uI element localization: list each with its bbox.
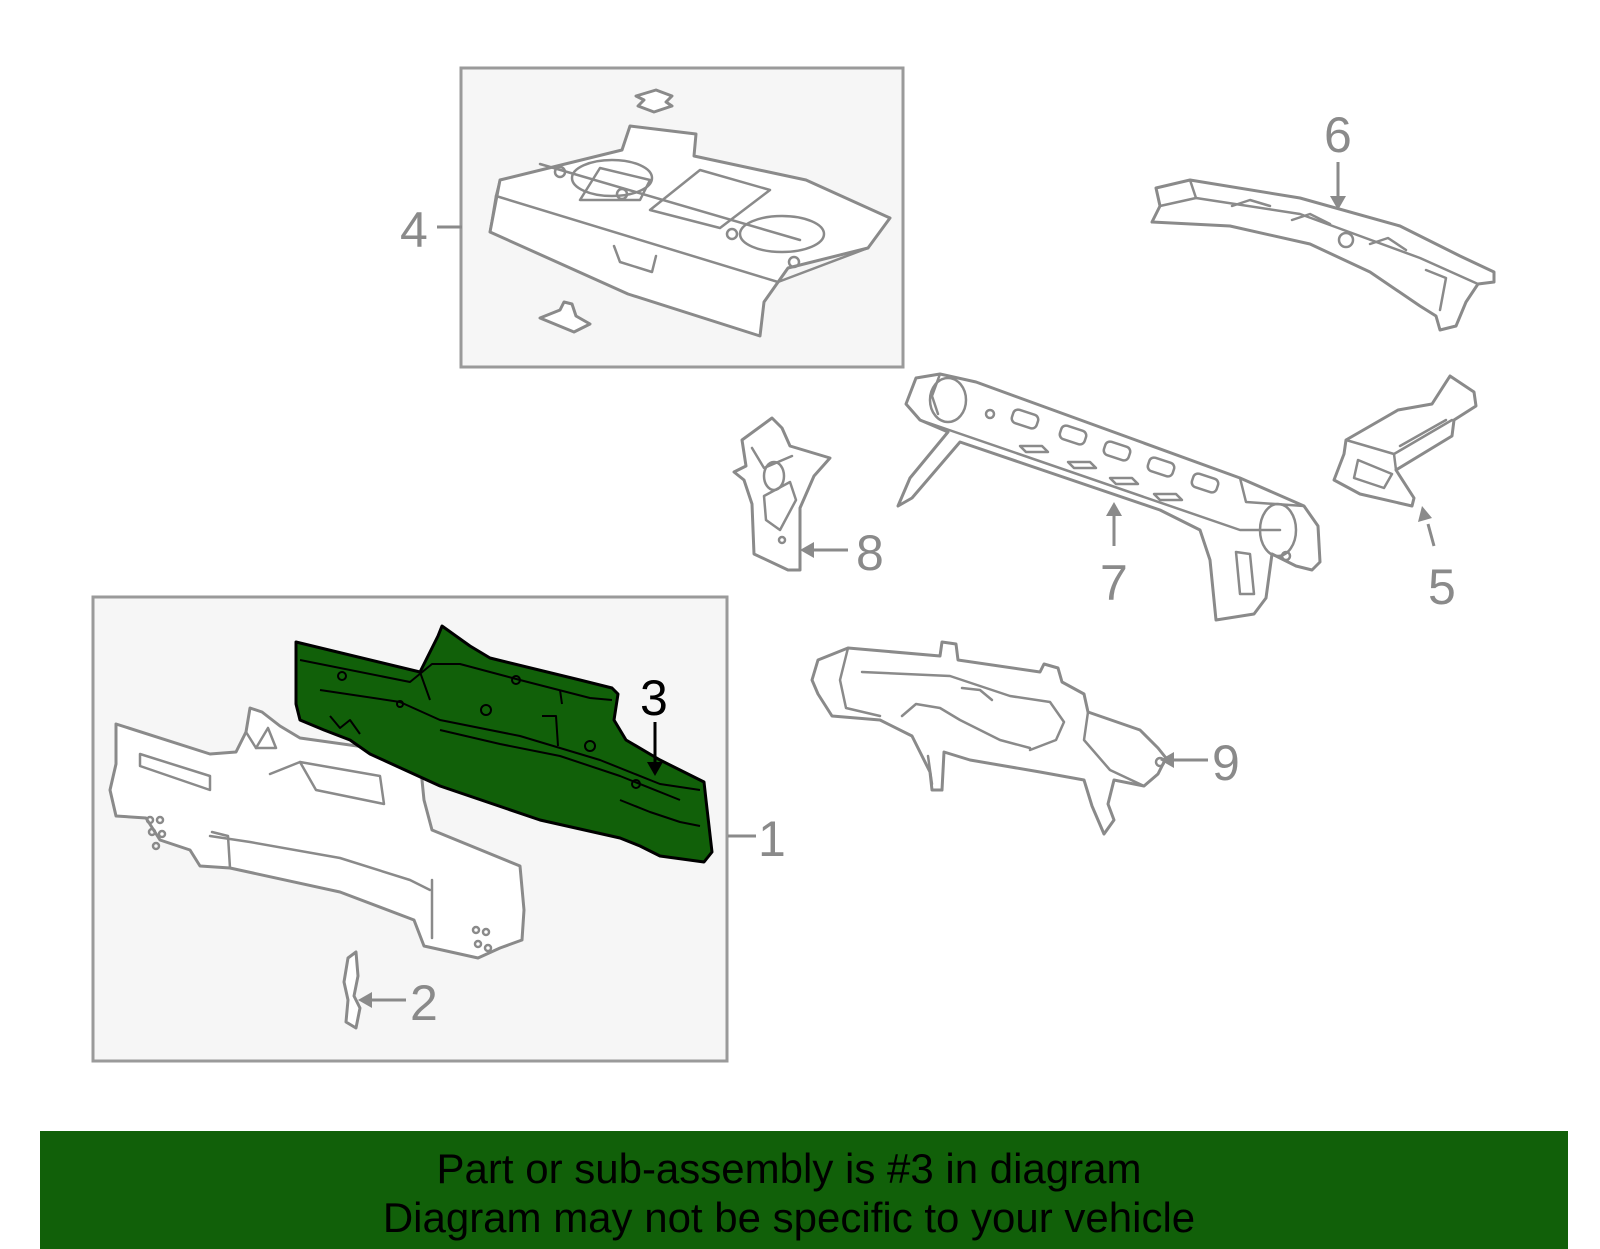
callout-7-arrowhead: [1106, 502, 1122, 516]
callout-7: 7: [1100, 555, 1128, 611]
callout-3: 3: [640, 670, 668, 726]
callout-2-arrowhead: [358, 992, 372, 1008]
part-4-group[interactable]: [459, 66, 905, 369]
rear-crossmember: [896, 372, 1322, 622]
callout-6: 6: [1324, 107, 1352, 163]
callout-2: 2: [410, 975, 438, 1031]
callout-8-arrowhead: [800, 542, 814, 558]
banner-line-2: Diagram may not be specific to your vehi…: [382, 1194, 1196, 1241]
bumper-support: [810, 640, 1168, 836]
part-1-group[interactable]: [91, 595, 729, 1063]
panel-reinforcement: [342, 950, 362, 1030]
part-6-rear-upper-rail[interactable]: [1150, 178, 1496, 332]
part-5-bracket[interactable]: [1332, 374, 1478, 508]
callout-9: 9: [1212, 735, 1240, 791]
callout-3-arrowhead: [647, 762, 663, 776]
callout-5: 5: [1428, 559, 1456, 615]
callout-4: 4: [400, 202, 428, 258]
shelf-clip-bottom: [538, 300, 592, 334]
part-9-support[interactable]: [810, 640, 1168, 836]
rear-upper-rail: [1150, 178, 1496, 332]
bracket-left: [732, 416, 832, 572]
part-8-bracket[interactable]: [732, 416, 832, 572]
callout-1: 1: [758, 811, 786, 867]
callout-5-leader: [1426, 523, 1436, 547]
callout-9-arrowhead: [1160, 752, 1174, 768]
info-banner: Part or sub-assembly is #3 in diagram Di…: [40, 1131, 1568, 1249]
callout-5-arrowhead: [1418, 506, 1432, 522]
banner-line-1: Part or sub-assembly is #3 in diagram: [436, 1145, 1142, 1192]
part-7-crossmember[interactable]: [896, 372, 1322, 622]
callout-6-arrowhead: [1330, 196, 1346, 210]
bracket-right: [1332, 374, 1478, 508]
callout-8: 8: [856, 525, 884, 581]
shelf-clip-top: [634, 88, 674, 114]
